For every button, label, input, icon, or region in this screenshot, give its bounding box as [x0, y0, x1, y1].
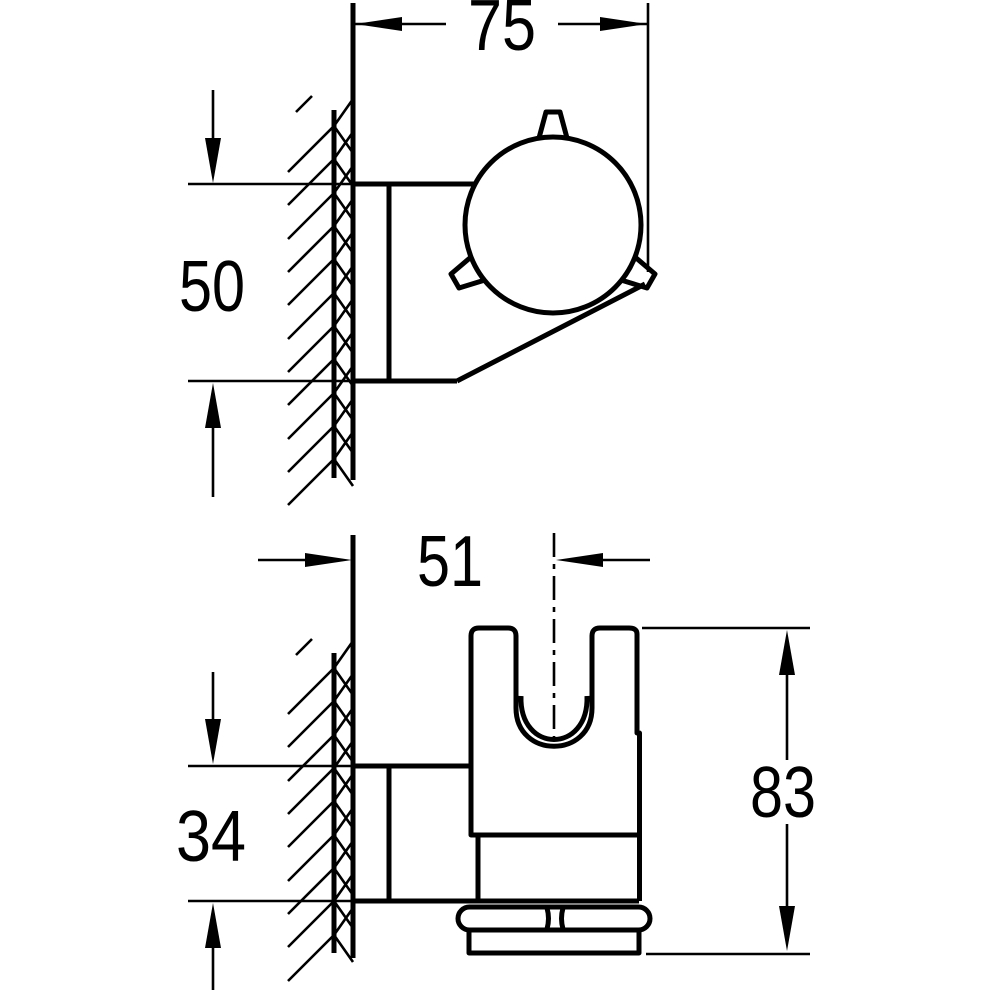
dim-51-arrow-right: [556, 553, 603, 567]
dim-34-arrow-bottom: [205, 903, 221, 948]
dim-75-label: 75: [468, 0, 536, 66]
front-holder-left-edge: [468, 636, 481, 901]
top-view: [287, 3, 658, 506]
dim-50-label: 50: [179, 247, 245, 327]
top-view-dimensions: 75 50: [179, 0, 650, 497]
holder-ring-lug-lower-left: [448, 255, 486, 291]
holder-ring-lug-lower-right: [620, 255, 658, 291]
dim-34-arrow-top: [205, 719, 221, 764]
front-cap-base: [466, 930, 642, 956]
dim-50-arrow-top: [205, 138, 221, 183]
front-view: [287, 533, 653, 982]
dim-51-label: 51: [417, 522, 483, 602]
front-cradle-inner-arc: [518, 695, 590, 742]
dim-83-arrow-top: [779, 630, 795, 675]
holder-ring-lug-top: [536, 109, 570, 139]
front-cap-collar-joint: [544, 907, 566, 930]
dim-50-arrow-bottom: [205, 383, 221, 428]
dim-83-label: 83: [750, 753, 816, 833]
dim-75-arrow-left: [355, 17, 402, 31]
top-wall-hatching: [287, 95, 355, 506]
dim-51-arrow-left: [305, 553, 352, 567]
dim-34-label: 34: [176, 797, 246, 877]
dim-83-arrow-bottom: [779, 906, 795, 951]
top-bracket-angled-edge: [455, 281, 647, 384]
dim-75-arrow-right: [600, 17, 647, 31]
front-wall-hatching: [287, 638, 355, 982]
front-view-dimensions: 51 34 83: [176, 522, 816, 990]
holder-ring: [462, 134, 644, 316]
front-holder-outline: [468, 625, 642, 901]
front-cap-collar: [455, 904, 653, 933]
